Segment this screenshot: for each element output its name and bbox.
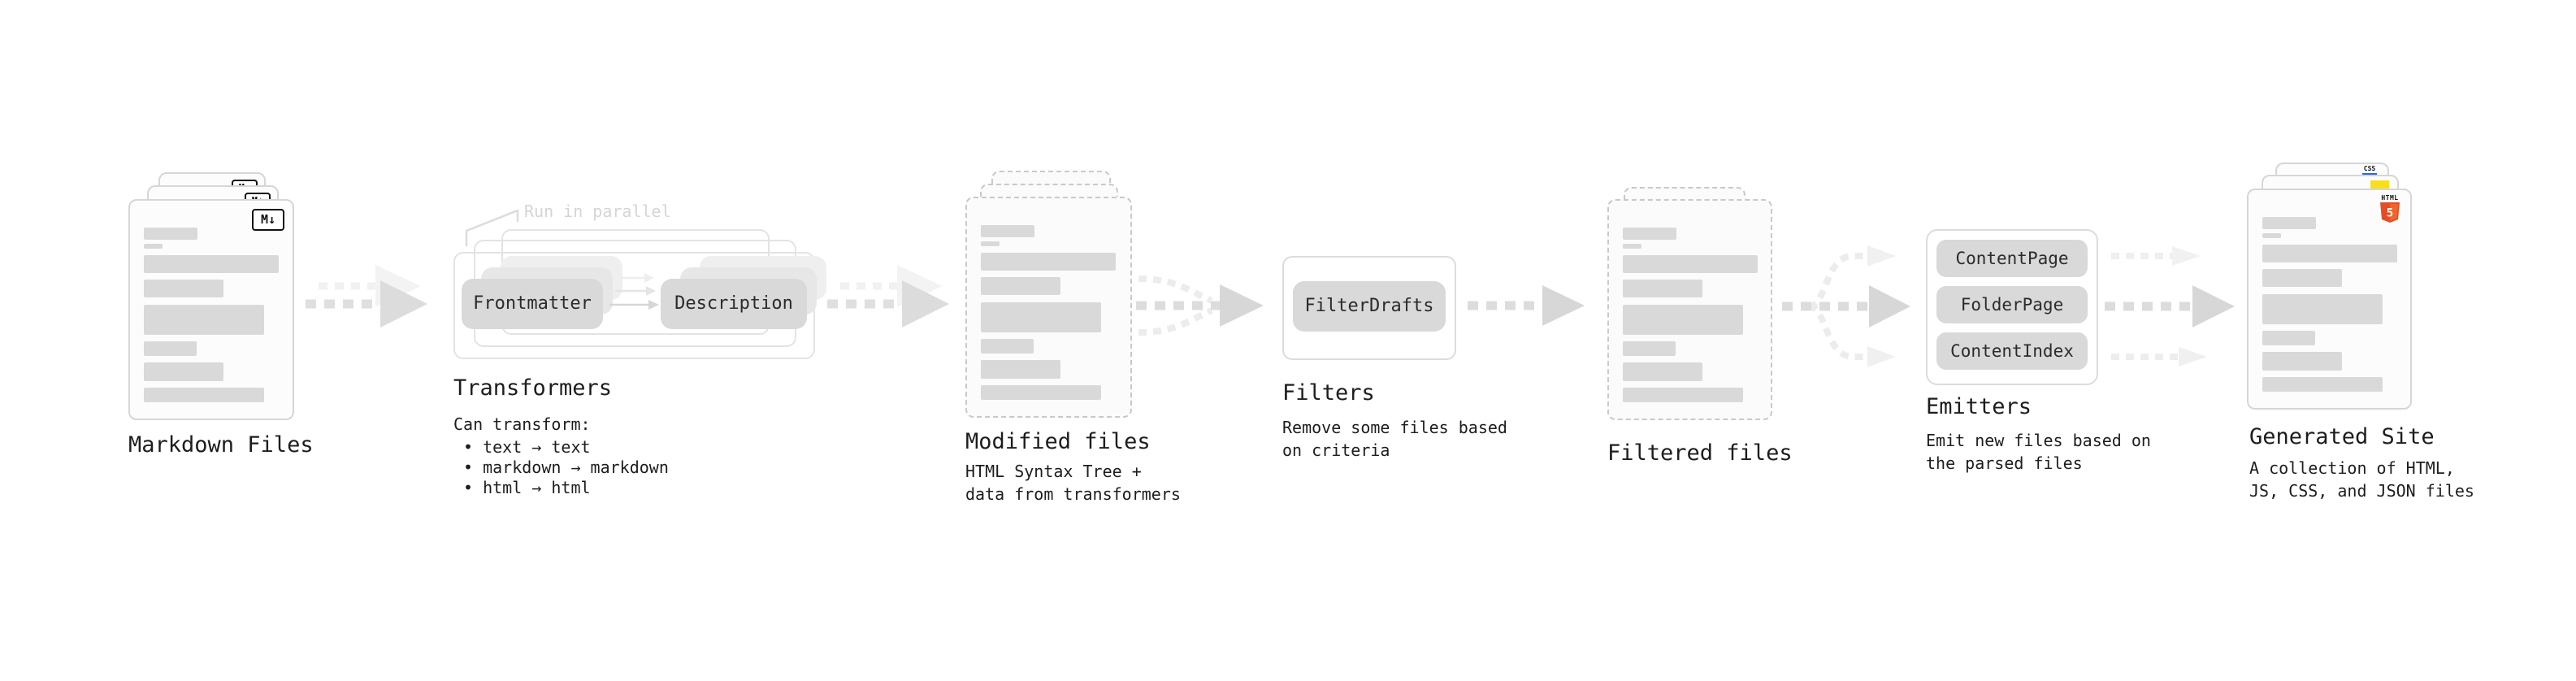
- skeleton-bar: [2262, 269, 2342, 287]
- emitter-pill-contentindex: ContentIndex: [1936, 332, 2088, 370]
- callout-line-icon: [465, 209, 519, 246]
- skeleton-bar: [144, 255, 279, 273]
- skeleton-bar: [981, 241, 1000, 246]
- transformers-description: Can transform:: [453, 414, 591, 434]
- emitter-pill-contentpage: ContentPage: [1936, 240, 2088, 277]
- skeleton-bar: [981, 360, 1060, 379]
- transformers-bullet: • text → text: [463, 437, 591, 457]
- skeleton-bar: [1623, 244, 1641, 249]
- stage-title-generated-site: Generated Site: [2249, 424, 2435, 449]
- skeleton-bar: [2262, 294, 2383, 324]
- skeleton-bar: [981, 339, 1034, 354]
- transformers-bullet: • html → html: [463, 478, 591, 497]
- stage-transformers: Frontmatter Description Run in parallel: [453, 195, 827, 366]
- flow-arrow-icon: [306, 265, 427, 327]
- emitters-description: the parsed files: [1926, 453, 2083, 473]
- html5-shield-icon: 5: [2380, 202, 2400, 223]
- skeleton-bar: [2262, 352, 2342, 371]
- skeleton-bar: [1623, 388, 1743, 402]
- transformer-pill-description: Description: [661, 279, 807, 329]
- merge-arrow-icon: [1136, 275, 1264, 336]
- skeleton-bar: [144, 362, 223, 381]
- skeleton-bar: [981, 302, 1101, 332]
- modified-files-description: data from transformers: [965, 484, 1181, 504]
- filter-pill-filterdrafts: FilterDrafts: [1293, 281, 1446, 332]
- skeleton-bar: [144, 280, 223, 297]
- filters-description: on criteria: [1282, 440, 1390, 460]
- skeleton-bar: [2262, 217, 2316, 229]
- document-card: M↓: [128, 199, 294, 420]
- skeleton-bar: [981, 253, 1116, 271]
- skeleton-bar: [981, 277, 1060, 295]
- skeleton-bar: [2262, 233, 2281, 238]
- skeleton-bar: [2262, 377, 2383, 392]
- css-file-icon: CSS: [2362, 166, 2377, 176]
- emitters-description: Emit new files based on: [1926, 431, 2151, 450]
- modified-files-description: HTML Syntax Tree +: [965, 462, 1142, 481]
- run-in-parallel-note: Run in parallel: [524, 202, 671, 221]
- skeleton-bar: [144, 341, 197, 356]
- document-card: [1607, 199, 1772, 420]
- transformers-bullet: • markdown → markdown: [463, 458, 669, 477]
- skeleton-bar: [1623, 255, 1758, 273]
- skeleton-bar: [144, 228, 197, 240]
- filters-description: Remove some files based: [1282, 418, 1507, 437]
- skeleton-bar: [1623, 341, 1676, 356]
- js-file-icon: [2370, 180, 2389, 189]
- stage-title-filters: Filters: [1282, 380, 1375, 406]
- skeleton-bar: [144, 388, 264, 402]
- generated-site-description: A collection of HTML,: [2249, 458, 2455, 478]
- fanout-arrow-icon: [1782, 245, 1910, 367]
- generated-site-description: JS, CSS, and JSON files: [2249, 481, 2474, 501]
- skeleton-bar: [1623, 305, 1743, 335]
- skeleton-bar: [981, 385, 1101, 400]
- html5-icon: HTML 5: [2379, 194, 2401, 223]
- svg-text:5: 5: [2387, 207, 2393, 220]
- document-card: HTML 5: [2247, 189, 2412, 410]
- document-card: [965, 197, 1132, 418]
- skeleton-bar: [2262, 245, 2397, 262]
- skeleton-bar: [1623, 362, 1702, 381]
- skeleton-bar: [1623, 228, 1676, 240]
- stage-title-markdown-files: Markdown Files: [128, 432, 314, 458]
- skeleton-bar: [981, 225, 1034, 237]
- flow-arrow-icon: [827, 265, 949, 327]
- stage-title-transformers: Transformers: [453, 375, 613, 401]
- stage-title-modified-files: Modified files: [965, 429, 1151, 454]
- skeleton-bar: [1623, 280, 1702, 297]
- emitter-pill-folderpage: FolderPage: [1936, 286, 2088, 323]
- transformer-annotations: [465, 209, 659, 310]
- markdown-icon: M↓: [252, 209, 284, 231]
- stage-title-emitters: Emitters: [1926, 394, 2032, 419]
- flow-arrow-icon: [1468, 285, 1585, 326]
- skeleton-bar: [144, 305, 264, 335]
- skeleton-bar: [144, 244, 163, 249]
- transformer-pill-frontmatter: Frontmatter: [462, 279, 603, 329]
- triple-arrow-icon: [2105, 246, 2235, 367]
- stage-title-filtered-files: Filtered files: [1607, 440, 1793, 466]
- skeleton-bar: [2262, 331, 2315, 345]
